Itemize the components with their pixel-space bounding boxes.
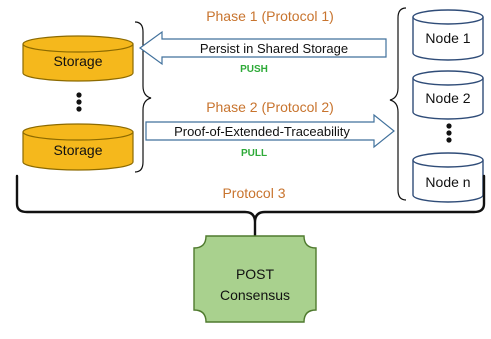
node-label-2: Node 2 xyxy=(425,90,470,106)
phase2-arrow-label: Proof-of-Extended-Traceability xyxy=(174,124,350,139)
phase2-title: Phase 2 (Protocol 2) xyxy=(206,99,334,115)
protocol3-brace xyxy=(15,174,486,242)
node-label-1: Node 1 xyxy=(425,30,470,46)
storage-label-2: Storage xyxy=(53,142,102,158)
storage-cylinder-2: Storage xyxy=(22,123,134,171)
storage-cylinder-1: Storage xyxy=(22,35,134,82)
nodes-brace xyxy=(389,7,407,201)
storage-label-1: Storage xyxy=(53,53,102,69)
node-label-n: Node n xyxy=(425,174,470,190)
node-cylinder-n: Node n xyxy=(412,152,484,203)
node-cylinder-2: Node 2 xyxy=(412,70,484,120)
consensus-line2: Consensus xyxy=(220,287,290,303)
nodes-ellipsis-icon xyxy=(446,123,452,143)
storage-ellipsis-icon xyxy=(76,92,82,112)
pull-label: PULL xyxy=(241,148,267,159)
phase1-push-arrow xyxy=(138,30,387,66)
phase1-title: Phase 1 (Protocol 1) xyxy=(206,8,334,24)
storage-brace xyxy=(134,21,152,173)
node-cylinder-1: Node 1 xyxy=(412,9,484,61)
post-consensus-node xyxy=(193,235,317,323)
protocol3-title: Protocol 3 xyxy=(222,185,285,201)
consensus-line1: POST xyxy=(236,266,275,282)
push-label: PUSH xyxy=(240,64,268,75)
phase2-pull-arrow xyxy=(145,113,395,149)
phase1-arrow-label: Persist in Shared Storage xyxy=(200,41,348,56)
